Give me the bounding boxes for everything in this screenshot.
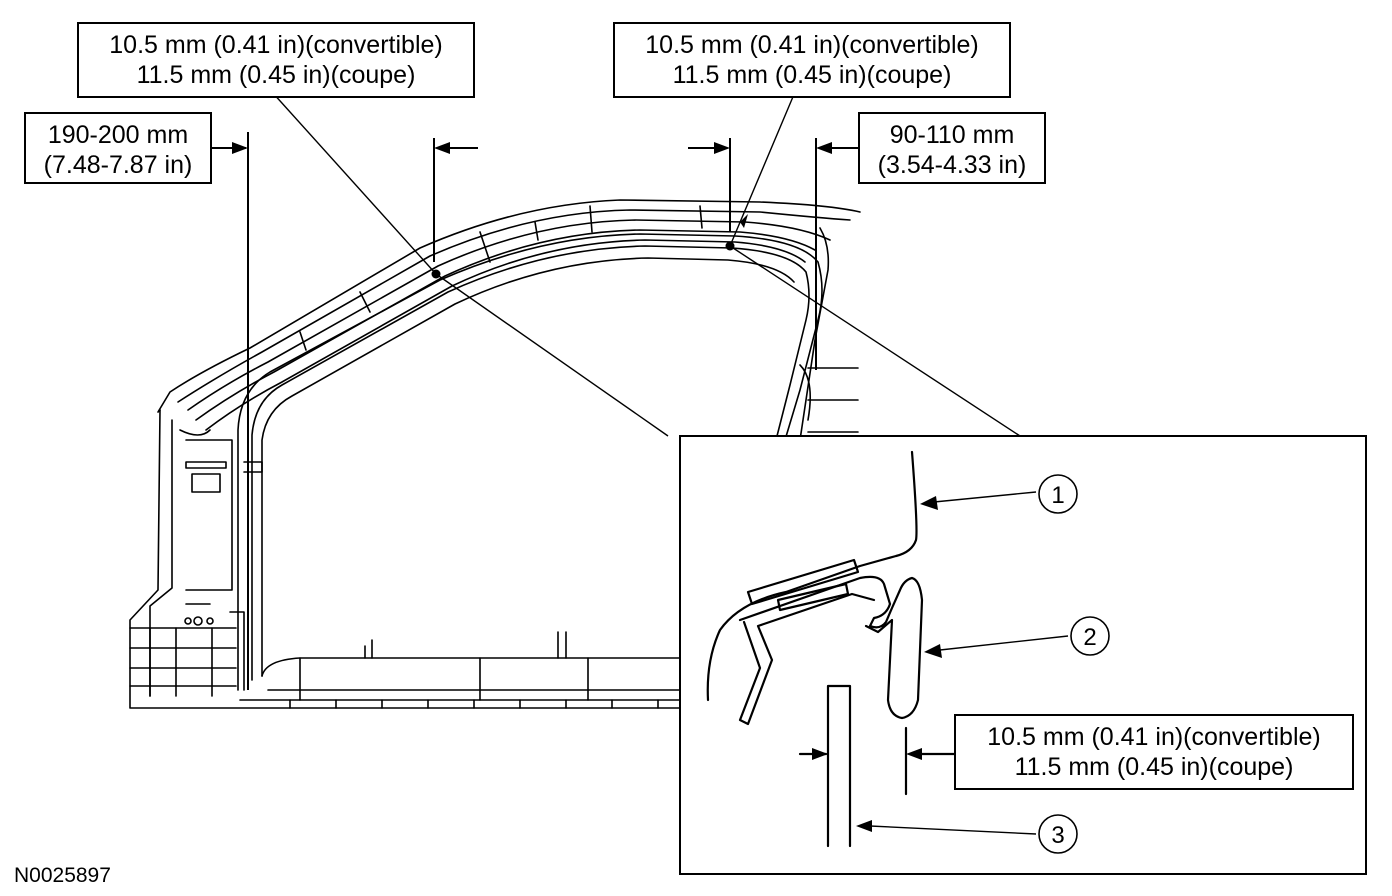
- callout-line: 190-200 mm: [47, 121, 189, 149]
- item-3-label: 3: [1051, 822, 1064, 849]
- item-1-label: 1: [1051, 482, 1064, 509]
- leader-top-left: [271, 91, 437, 275]
- item-marker-2: 2: [1070, 616, 1110, 656]
- leader-top-right: [729, 91, 796, 247]
- roof-rail-outer: [157, 199, 861, 413]
- callout-detail-measurement: 10.5 mm (0.41 in)(convertible) 11.5 mm (…: [954, 714, 1354, 790]
- measure-point-front: [431, 269, 441, 279]
- callout-line: 11.5 mm (0.45 in)(coupe): [672, 61, 952, 89]
- callout-line: 11.5 mm (0.45 in)(coupe): [1014, 753, 1294, 781]
- item-marker-3: 3: [1038, 814, 1078, 854]
- weatherstrip-section: [706, 450, 956, 848]
- item-2-label: 2: [1083, 624, 1096, 651]
- leader-front-to-detail: [435, 273, 669, 437]
- callout-line: (3.54-4.33 in): [877, 151, 1027, 179]
- callout-rear-dimension: 90-110 mm (3.54-4.33 in): [858, 112, 1046, 184]
- callout-line: 10.5 mm (0.41 in)(convertible): [109, 31, 443, 59]
- callout-line: 10.5 mm (0.41 in)(convertible): [645, 31, 979, 59]
- figure-id: N0025897: [14, 864, 111, 887]
- callout-top-right-measurement: 10.5 mm (0.41 in)(convertible) 11.5 mm (…: [613, 22, 1011, 98]
- leader-rear-to-detail: [729, 245, 1021, 437]
- callout-line: 90-110 mm: [889, 121, 1015, 149]
- callout-line: 11.5 mm (0.45 in)(coupe): [136, 61, 416, 89]
- item-marker-1: 1: [1038, 474, 1078, 514]
- detail-view-frame: [679, 435, 1367, 875]
- callout-front-dimension: 190-200 mm (7.48-7.87 in): [24, 112, 212, 184]
- callout-top-left-measurement: 10.5 mm (0.41 in)(convertible) 11.5 mm (…: [77, 22, 475, 98]
- measure-point-rear: [725, 241, 735, 251]
- callout-line: (7.48-7.87 in): [43, 151, 193, 179]
- callout-line: 10.5 mm (0.41 in)(convertible): [987, 723, 1321, 751]
